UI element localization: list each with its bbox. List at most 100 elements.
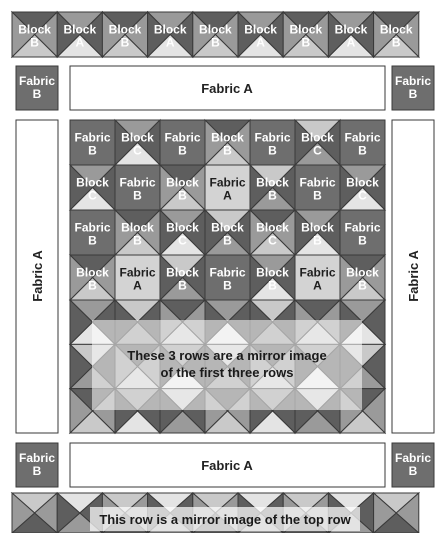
center-cell-r1-c1-label-line2: B (88, 144, 97, 158)
fabric-b-corner-4-label-line2: B (409, 464, 418, 478)
top-block-1-label-line2: B (30, 36, 39, 50)
center-cell-r1-c5-label-line1: Fabric (254, 131, 290, 145)
center-cell-r1-c4-label-line2: B (223, 144, 232, 158)
center-cell-r2-c5-label-line1: Block (256, 176, 289, 190)
center-cell-r3-c7: FabricB (340, 210, 385, 255)
fabric-b-corner-4-label-line1: Fabric (395, 451, 431, 465)
center-cell-r3-c1-label-line1: Fabric (74, 221, 110, 235)
top-block-4-label-line2: A (166, 36, 175, 50)
center-cell-r1-c7-label-line2: B (358, 144, 367, 158)
top-block-8-label-line2: A (347, 36, 356, 50)
center-cell-r1-c3-label-line1: Fabric (164, 131, 200, 145)
fabric-b-corner-3-label-line2: B (33, 464, 42, 478)
fabric-b-corner-1-label-line2: B (33, 87, 42, 101)
center-cell-r2-c7-label-line2: C (358, 189, 367, 203)
center-cell-r4-c4: FabricB (205, 255, 250, 300)
bottom-note-text: This row is a mirror image of the top ro… (99, 512, 351, 527)
top-block-9-label-line1: Block (380, 23, 413, 37)
top-block-2: BlockA (57, 12, 102, 57)
top-block-7-label-line1: Block (289, 23, 322, 37)
center-cell-r2-c2-label-line2: B (133, 189, 142, 203)
center-cell-r3-c6-label-line1: Block (301, 221, 334, 235)
center-cell-r3-c3-label-line2: C (178, 234, 187, 248)
center-cell-r3-c5-label-line2: C (268, 234, 277, 248)
top-block-2-label-line1: Block (63, 23, 96, 37)
bottom-block-1 (12, 493, 57, 533)
fabric-b-corner-3-label-line1: Fabric (19, 451, 55, 465)
top-block-3-label-line2: B (121, 36, 130, 50)
mirror-note: These 3 rows are a mirror image of the f… (92, 320, 362, 410)
center-cell-r3-c3-label-line1: Block (166, 221, 199, 235)
center-cell-r1-c5-label-line2: B (268, 144, 277, 158)
center-cell-r1-c6-label-line1: Block (301, 131, 334, 145)
center-cell-r4-c5: BlockB (250, 255, 295, 300)
fabric-a-top-label: Fabric A (201, 81, 253, 96)
center-cell-r2-c1-label-line1: Block (76, 176, 109, 190)
center-cell-r4-c7-label-line1: Block (346, 266, 379, 280)
top-block-6-label-line2: A (256, 36, 265, 50)
center-cell-r4-c5-label-line2: B (268, 279, 277, 293)
center-cell-r1-c1: FabricB (70, 120, 115, 165)
top-block-5-label-line2: B (211, 36, 220, 50)
center-cell-r1-c1-label-line1: Fabric (74, 131, 110, 145)
center-cell-r3-c4-label-line2: B (223, 234, 232, 248)
mirror-note-line1: These 3 rows are a mirror image (127, 348, 326, 363)
center-cell-r3-c7-label-line2: B (358, 234, 367, 248)
center-cell-r1-c7: FabricB (340, 120, 385, 165)
center-cell-r4-c5-label-line1: Block (256, 266, 289, 280)
center-cell-r1-c5: FabricB (250, 120, 295, 165)
center-cell-r2-c7-label-line1: Block (346, 176, 379, 190)
top-block-3-label-line1: Block (109, 23, 142, 37)
center-cell-r2-c2-label-line1: Fabric (119, 176, 155, 190)
center-cell-r4-c2-label-line2: A (133, 279, 142, 293)
top-block-7-label-line2: B (301, 36, 310, 50)
center-cell-r4-c3-label-line2: B (178, 279, 187, 293)
center-cell-r2-c4-label-line2: A (223, 189, 232, 203)
center-cell-r4-c7: BlockB (340, 255, 385, 300)
top-block-6-label-line1: Block (244, 23, 277, 37)
center-cell-r4-c7-label-line2: B (358, 279, 367, 293)
center-cell-r4-c6: FabricA (295, 255, 340, 300)
fabric-b-corner-2-label-line1: Fabric (395, 74, 431, 88)
center-cell-r2-c6-label-line1: Fabric (299, 176, 335, 190)
fabric-a-left-label: Fabric A (30, 250, 45, 302)
center-cell-r3-c2-label-line2: B (133, 234, 142, 248)
bottom-note: This row is a mirror image of the top ro… (90, 507, 360, 531)
center-block-grid: FabricBBlockCFabricBBlockBFabricBBlockCF… (70, 120, 385, 300)
top-block-8-label-line1: Block (335, 23, 368, 37)
center-cell-r2-c4-label-line1: Fabric (209, 176, 245, 190)
top-block-4-label-line1: Block (154, 23, 187, 37)
fabric-b-corner-2-label-line2: B (409, 87, 418, 101)
top-block-row: BlockBBlockABlockBBlockABlockBBlockABloc… (12, 12, 419, 57)
center-cell-r4-c2-label-line1: Fabric (119, 266, 155, 280)
top-block-1-label-line1: Block (18, 23, 51, 37)
center-cell-r4-c6-label-line1: Fabric (299, 266, 335, 280)
center-cell-r3-c1-label-line2: B (88, 234, 97, 248)
center-cell-r4-c1: BlockB (70, 255, 115, 300)
fabric-a-bottom-label: Fabric A (201, 458, 253, 473)
fabric-a-right-label: Fabric A (406, 250, 421, 302)
center-cell-r4-c4-label-line2: B (223, 279, 232, 293)
